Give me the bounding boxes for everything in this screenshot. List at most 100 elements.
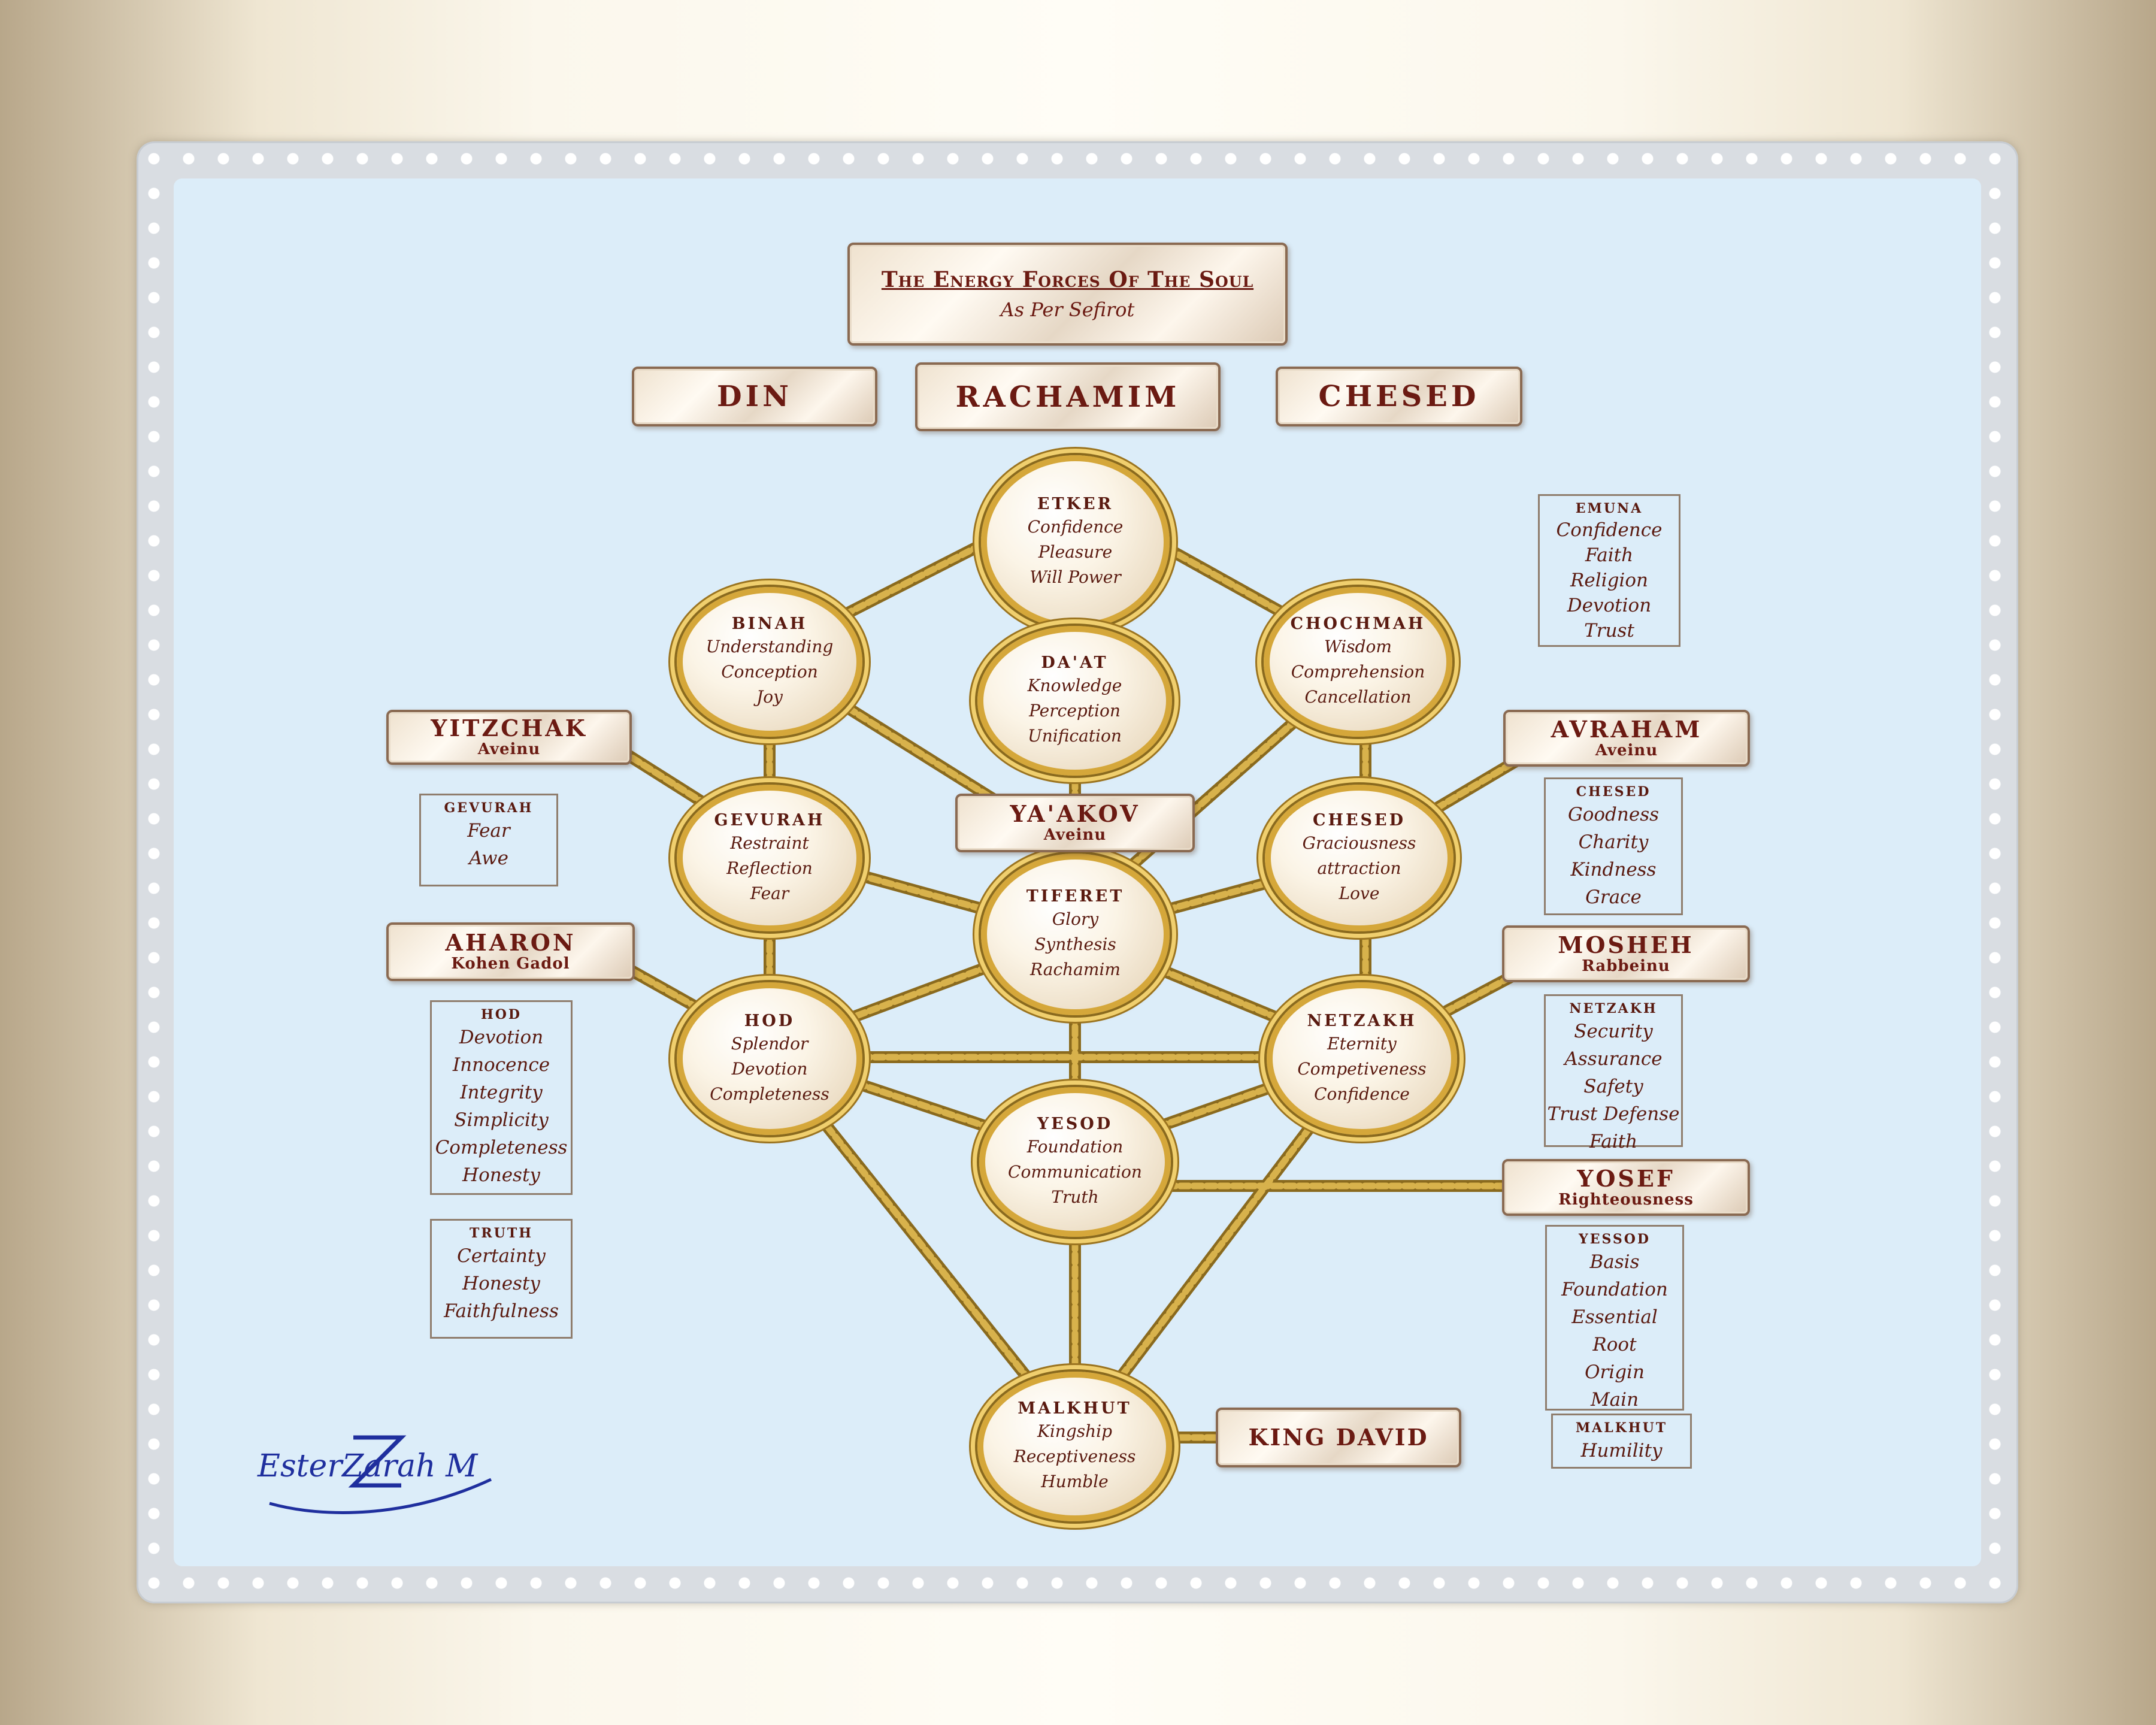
sefirah-quality: Restraint bbox=[730, 833, 809, 853]
sefirah-chochmah: CHOCHMAH Wisdom Comprehension Cancellati… bbox=[1264, 587, 1452, 737]
box-item: Innocence bbox=[452, 1054, 550, 1076]
sefirah-quality: Joy bbox=[756, 687, 783, 707]
attribute-box-chesed: CHESED Goodness Charity Kindness Grace bbox=[1544, 777, 1683, 915]
box-title: NETZAKH bbox=[1569, 1001, 1658, 1016]
box-item: Honesty bbox=[462, 1164, 540, 1186]
sefirah-quality: Foundation bbox=[1026, 1137, 1124, 1157]
sefirah-quality: Humble bbox=[1041, 1472, 1109, 1491]
box-item: Faith bbox=[1589, 1131, 1638, 1152]
sefirah-yesod: YESOD Foundation Communication Truth bbox=[979, 1087, 1171, 1237]
sefirah-tiferet: TIFERET Glory Synthesis Rachamim bbox=[981, 854, 1170, 1015]
sefirah-quality: Receptiveness bbox=[1013, 1446, 1136, 1466]
box-item: Essential bbox=[1571, 1306, 1658, 1328]
box-item: Foundation bbox=[1561, 1279, 1668, 1300]
figure-king-david: KING DAVID bbox=[1216, 1408, 1461, 1467]
sefirah-title: YESOD bbox=[1037, 1115, 1113, 1133]
column-chesed: CHESED bbox=[1276, 367, 1522, 426]
sefirah-title: CHOCHMAH bbox=[1290, 615, 1426, 633]
box-item: Religion bbox=[1570, 570, 1648, 591]
sefirah-quality: Graciousness bbox=[1302, 833, 1416, 853]
column-rachamim-label: RACHAMIM bbox=[955, 380, 1180, 414]
sefirah-quality: Perception bbox=[1029, 701, 1121, 721]
attribute-box-truth: TRUTH Certainty Honesty Faithfulness bbox=[430, 1219, 573, 1339]
figure-yosef: YOSEF Righteousness bbox=[1502, 1159, 1750, 1216]
box-item: Security bbox=[1574, 1021, 1653, 1042]
sefirah-quality: Completeness bbox=[710, 1084, 829, 1104]
box-item: Simplicity bbox=[454, 1109, 549, 1131]
sefirah-quality: Will Power bbox=[1029, 567, 1121, 587]
sefirah-quality: attraction bbox=[1317, 858, 1401, 878]
attribute-box-emuna: EMUNA Confidence Faith Religion Devotion… bbox=[1538, 494, 1680, 647]
figure-mosheh: MOSHEH Rabbeinu bbox=[1502, 925, 1750, 982]
sefirah-title: DA'AT bbox=[1041, 653, 1109, 672]
box-item: Devotion bbox=[1567, 595, 1652, 616]
box-item: Goodness bbox=[1567, 804, 1660, 825]
column-chesed-label: CHESED bbox=[1318, 380, 1480, 413]
box-item: Honesty bbox=[462, 1273, 540, 1294]
sefirah-quality: Unification bbox=[1028, 726, 1122, 746]
box-item: Trust bbox=[1584, 620, 1634, 641]
sefirah-hod: HOD Splendor Devotion Completeness bbox=[677, 982, 862, 1135]
sefirah-title: TIFERET bbox=[1026, 887, 1125, 906]
title-plaque: The Energy Forces Of The Soul As Per Sef… bbox=[847, 243, 1288, 346]
attribute-box-hod: HOD Devotion Innocence Integrity Simplic… bbox=[430, 1000, 573, 1195]
artist-signature: EsterZarah M bbox=[257, 1435, 492, 1514]
box-title: YESSOD bbox=[1578, 1231, 1651, 1247]
sefirah-quality: Synthesis bbox=[1034, 934, 1116, 954]
sefirah-chesed: CHESED Graciousness attraction Love bbox=[1265, 785, 1454, 931]
figure-name: YA'AKOV bbox=[1010, 800, 1140, 827]
sefirah-quality: Fear bbox=[750, 883, 789, 903]
sefirah-quality: Communication bbox=[1008, 1162, 1142, 1182]
title-main: The Energy Forces Of The Soul bbox=[881, 267, 1254, 292]
figure-name: YOSEF bbox=[1577, 1164, 1675, 1192]
sefirah-quality: Wisdom bbox=[1324, 637, 1392, 656]
sefirah-quality: Kingship bbox=[1037, 1421, 1113, 1441]
sefirah-quality: Devotion bbox=[731, 1058, 808, 1079]
box-title: EMUNA bbox=[1575, 501, 1643, 516]
sefirah-quality: Competiveness bbox=[1297, 1058, 1427, 1079]
sefirah-quality: Glory bbox=[1052, 909, 1099, 929]
box-item: Fear bbox=[467, 820, 510, 842]
box-item: Completeness bbox=[435, 1137, 568, 1158]
box-item: Main bbox=[1590, 1389, 1639, 1411]
figure-title: Aveinu bbox=[477, 740, 541, 758]
sefirah-title: BINAH bbox=[731, 615, 808, 633]
sefirah-quality: Understanding bbox=[705, 637, 834, 656]
attribute-box-netzakh: NETZAKH Security Assurance Safety Trust … bbox=[1544, 994, 1683, 1152]
sefirah-netzakh: NETZAKH Eternity Competiveness Confidenc… bbox=[1267, 982, 1457, 1135]
box-item: Grace bbox=[1585, 886, 1642, 908]
box-title: HOD bbox=[480, 1007, 522, 1022]
sefirah-quality: Conception bbox=[721, 662, 818, 682]
figure-yitzchak: YITZCHAK Aveinu bbox=[386, 710, 632, 765]
box-item: Faithfulness bbox=[444, 1300, 559, 1322]
sefirah-title: NETZAKH bbox=[1307, 1011, 1417, 1030]
sefirah-quality: Knowledge bbox=[1027, 676, 1122, 695]
sefirah-title: CHESED bbox=[1312, 810, 1406, 830]
sefirah-quality: Cancellation bbox=[1304, 687, 1412, 707]
sefirah-gevurah: GEVURAH Restraint Reflection Fear bbox=[677, 785, 862, 931]
sefirah-quality: Reflection bbox=[726, 858, 813, 878]
sefirah-quality: Confidence bbox=[1027, 517, 1124, 537]
figure-title: Rabbeinu bbox=[1582, 957, 1670, 975]
figure-title: Aveinu bbox=[1595, 741, 1658, 759]
box-item: Assurance bbox=[1564, 1048, 1663, 1070]
sefirah-binah: BINAH Understanding Conception Joy bbox=[677, 587, 862, 737]
box-item: Humility bbox=[1580, 1440, 1663, 1461]
box-item: Devotion bbox=[459, 1027, 544, 1048]
figure-yaakov: YA'AKOV Aveinu bbox=[955, 794, 1195, 852]
sefirah-title: MALKHUT bbox=[1018, 1399, 1132, 1418]
box-item: Safety bbox=[1583, 1076, 1643, 1097]
box-item: Trust Defense bbox=[1547, 1103, 1680, 1125]
box-title: GEVURAH bbox=[444, 800, 534, 816]
sefirah-quality: Pleasure bbox=[1038, 542, 1113, 562]
title-sub: As Per Sefirot bbox=[1000, 298, 1135, 321]
box-item: Root bbox=[1592, 1334, 1637, 1355]
sefirah-daat: DA'AT Knowledge Perception Unification bbox=[977, 626, 1172, 776]
box-item: Faith bbox=[1585, 544, 1634, 566]
column-rachamim: RACHAMIM bbox=[915, 362, 1221, 431]
column-din: DIN bbox=[632, 367, 877, 426]
box-item: Awe bbox=[469, 848, 508, 869]
box-item: Origin bbox=[1585, 1361, 1645, 1383]
figure-name: KING DAVID bbox=[1248, 1424, 1429, 1451]
sefirah-quality: Rachamim bbox=[1030, 960, 1121, 979]
